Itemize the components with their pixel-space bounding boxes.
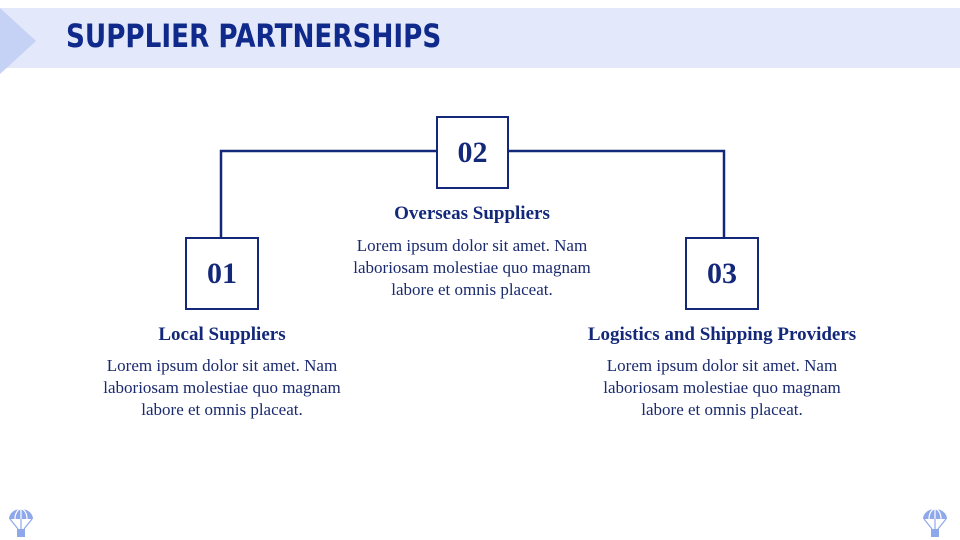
header-band (0, 8, 960, 68)
connector-left (219, 149, 436, 237)
connector-right (509, 149, 726, 237)
page-title: SUPPLIER PARTNERSHIPS (66, 17, 442, 55)
item-description-overseas: Lorem ipsum dolor sit amet. Nam laborios… (353, 236, 591, 299)
number-box-02: 02 (436, 116, 509, 189)
item-description-logistics: Lorem ipsum dolor sit amet. Nam laborios… (603, 356, 841, 419)
parachute-box-icon (923, 508, 947, 537)
number-box-01: 01 (185, 237, 259, 310)
parachute-box-icon (9, 508, 33, 537)
number-box-03: 03 (685, 237, 759, 310)
item-heading-overseas: Overseas Suppliers (394, 203, 550, 224)
header-arrow-decoration (0, 8, 36, 74)
item-description-local: Lorem ipsum dolor sit amet. Nam laborios… (103, 356, 341, 419)
item-heading-local: Local Suppliers (158, 324, 286, 345)
item-heading-logistics: Logistics and Shipping Providers (587, 324, 857, 345)
